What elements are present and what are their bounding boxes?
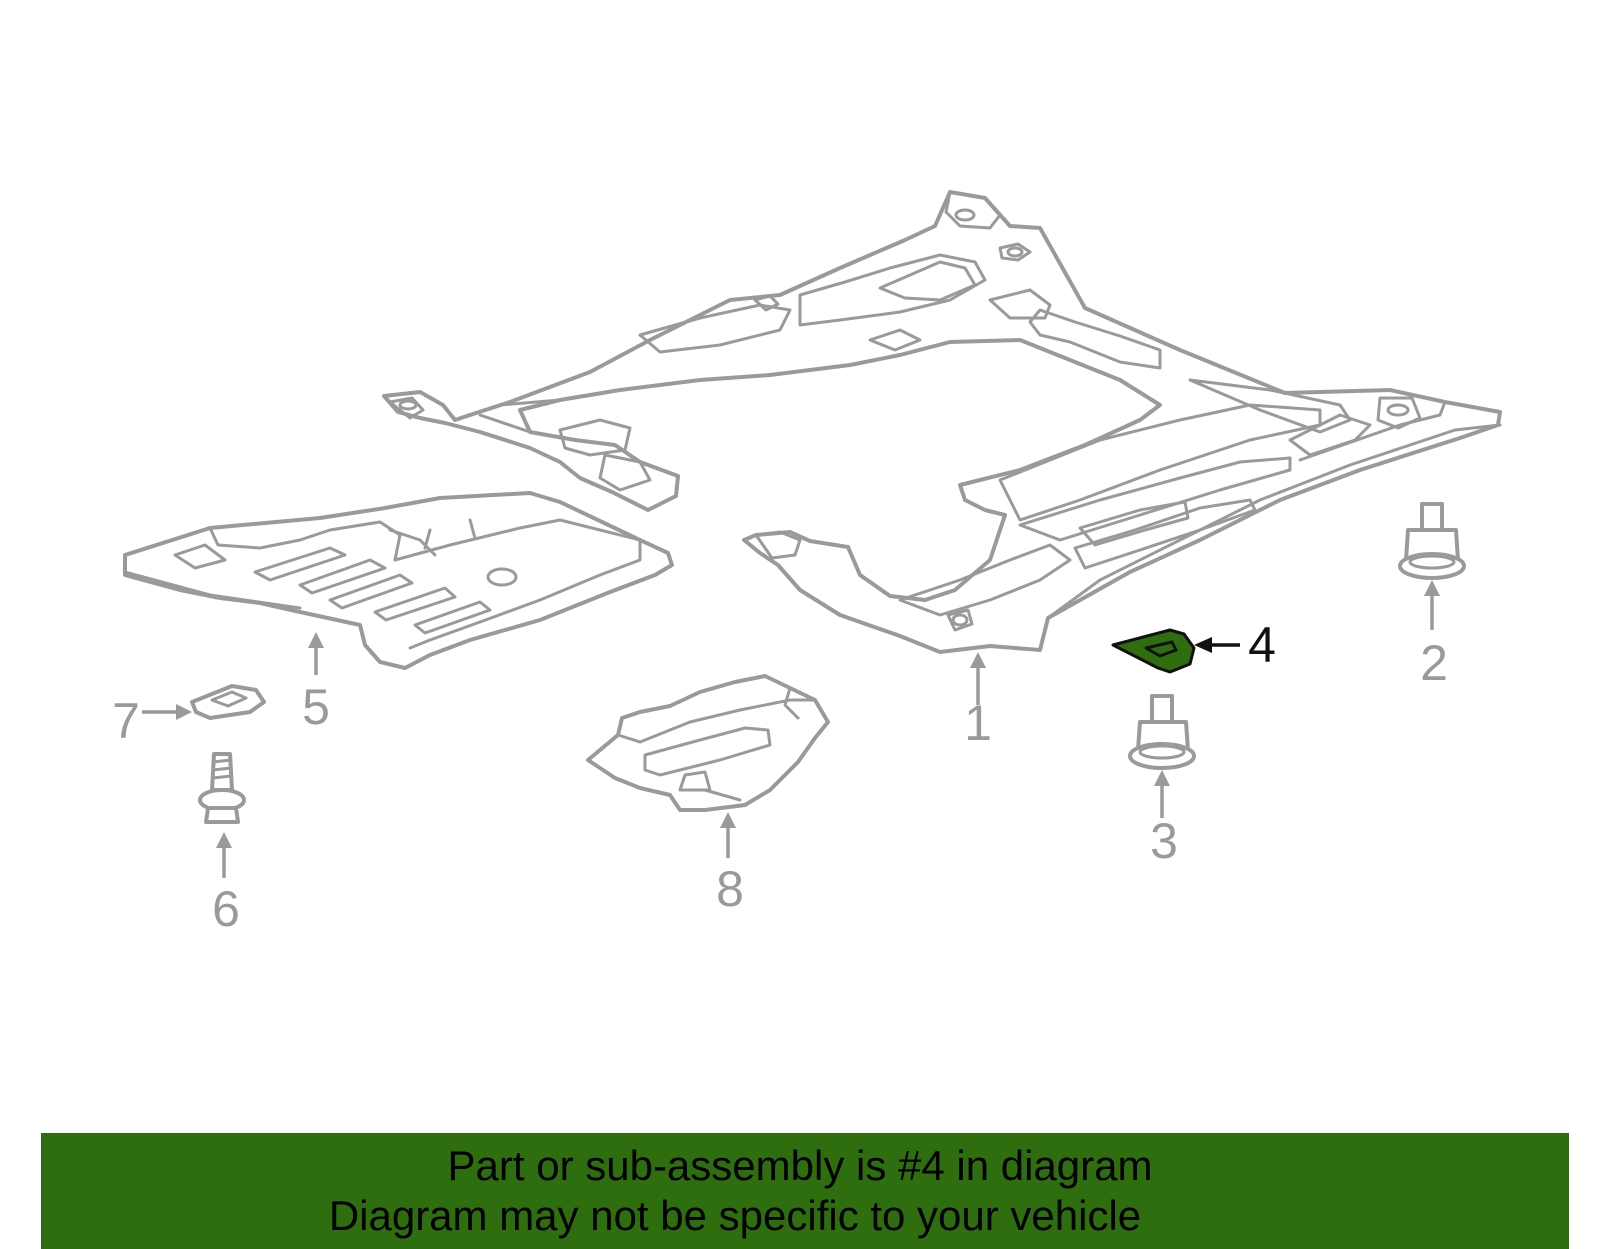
leader-7 [142, 704, 192, 720]
part-7-clip[interactable] [190, 684, 266, 720]
banner-disclaimer-line: Diagram may not be specific to your vehi… [328, 1192, 1142, 1239]
info-banner: Part or sub-assembly is #4 in diagram Di… [41, 1133, 1569, 1249]
part-6-bolt[interactable] [198, 752, 246, 824]
callout-8: 8 [716, 861, 744, 917]
leader-1 [970, 652, 986, 705]
leader-8 [720, 812, 736, 858]
callout-4: 4 [1248, 617, 1276, 673]
callout-5: 5 [302, 679, 330, 735]
callout-2: 2 [1420, 635, 1448, 691]
callout-1: 1 [964, 695, 992, 751]
callout-6: 6 [212, 881, 240, 937]
part-5-under-cover[interactable] [123, 491, 674, 670]
part-2-grommet[interactable] [1398, 502, 1466, 580]
leader-6 [216, 832, 232, 878]
banner-part-line: Part or sub-assembly is #4 in diagram [447, 1142, 1153, 1189]
part-1-subframe[interactable] [382, 190, 1502, 654]
leader-3 [1154, 770, 1170, 818]
leader-4 [1194, 637, 1240, 653]
leader-5 [308, 632, 324, 675]
leader-2 [1424, 580, 1440, 630]
part-3-grommet[interactable] [1128, 694, 1196, 770]
part-4-bracket[interactable] [1111, 628, 1196, 674]
part-8-cover[interactable] [586, 674, 830, 812]
callout-7: 7 [112, 693, 140, 749]
callout-3: 3 [1150, 813, 1178, 869]
